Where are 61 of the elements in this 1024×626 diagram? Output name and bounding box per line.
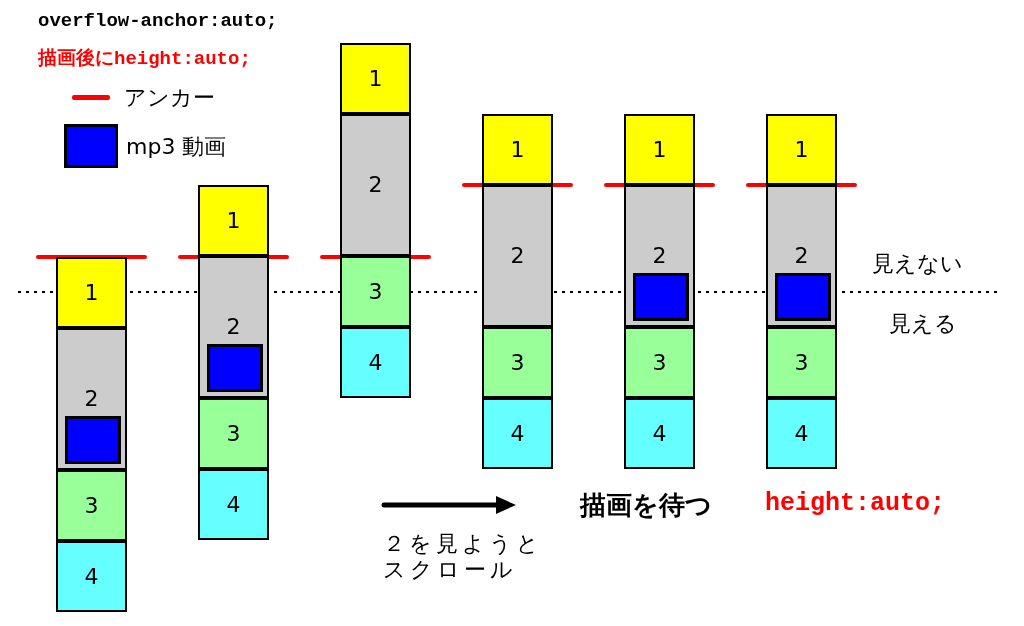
stack-segment xyxy=(482,327,553,398)
stack-segment xyxy=(198,256,269,398)
segment-number: 2 xyxy=(793,243,810,269)
stack-segment xyxy=(482,185,553,327)
stack-segment xyxy=(766,398,837,469)
video-block xyxy=(775,273,831,321)
segment-number: 2 xyxy=(651,243,668,269)
video-block xyxy=(207,344,263,392)
stack-segment xyxy=(56,541,127,612)
stack-segment xyxy=(624,185,695,327)
caption-text: 描画を待つ xyxy=(580,489,712,522)
segment-number: 3 xyxy=(651,350,668,376)
segment-number: 1 xyxy=(83,280,100,306)
css-note: 描画後にheight:auto; xyxy=(38,47,251,71)
stack-segment xyxy=(56,328,127,470)
video-block xyxy=(633,273,689,321)
segment-number: 3 xyxy=(83,493,100,519)
segment-number: 3 xyxy=(793,350,810,376)
region-label: 見える xyxy=(889,310,957,338)
stack-segment xyxy=(198,398,269,469)
segment-number: 2 xyxy=(367,172,384,198)
region-label: 見えない xyxy=(872,250,963,278)
segment-number: 1 xyxy=(651,137,668,163)
stack-segment xyxy=(340,256,411,327)
stack-segment xyxy=(56,470,127,541)
segment-number: 4 xyxy=(509,421,526,447)
segment-number: 4 xyxy=(651,421,668,447)
segment-number: 3 xyxy=(367,279,384,305)
stack-segment xyxy=(766,185,837,327)
stack-segment xyxy=(624,114,695,185)
segment-number: 1 xyxy=(367,66,384,92)
legend-text: アンカー xyxy=(124,84,215,112)
segment-number: 1 xyxy=(509,137,526,163)
stack-segment xyxy=(624,398,695,469)
segment-number: 3 xyxy=(509,350,526,376)
stack-segment xyxy=(340,43,411,114)
stack-segment xyxy=(766,327,837,398)
segment-number: 4 xyxy=(83,564,100,590)
stack-segment xyxy=(198,469,269,540)
stack-segment xyxy=(198,185,269,256)
css-code: overflow-anchor:auto; xyxy=(38,10,278,32)
stack-segment xyxy=(56,257,127,328)
stack-segment xyxy=(340,327,411,398)
segment-number: 1 xyxy=(793,137,810,163)
stack-segment xyxy=(340,114,411,256)
segment-number: 1 xyxy=(225,208,242,234)
scroll-note: ２を見ようとスクロール xyxy=(383,531,544,583)
segment-number: 2 xyxy=(83,386,100,412)
legend-text: mp3 動画 xyxy=(126,133,227,161)
stack-segment xyxy=(766,114,837,185)
stack-segment xyxy=(482,398,553,469)
stack-segment xyxy=(482,114,553,185)
segment-number: 4 xyxy=(793,421,810,447)
segment-number: 2 xyxy=(225,314,242,340)
segment-number: 4 xyxy=(367,350,384,376)
video-block xyxy=(65,416,121,464)
segment-number: 2 xyxy=(509,243,526,269)
css-note: height:auto; xyxy=(765,489,946,518)
stack-segment xyxy=(624,327,695,398)
segment-number: 3 xyxy=(225,421,242,447)
segment-number: 4 xyxy=(225,492,242,518)
